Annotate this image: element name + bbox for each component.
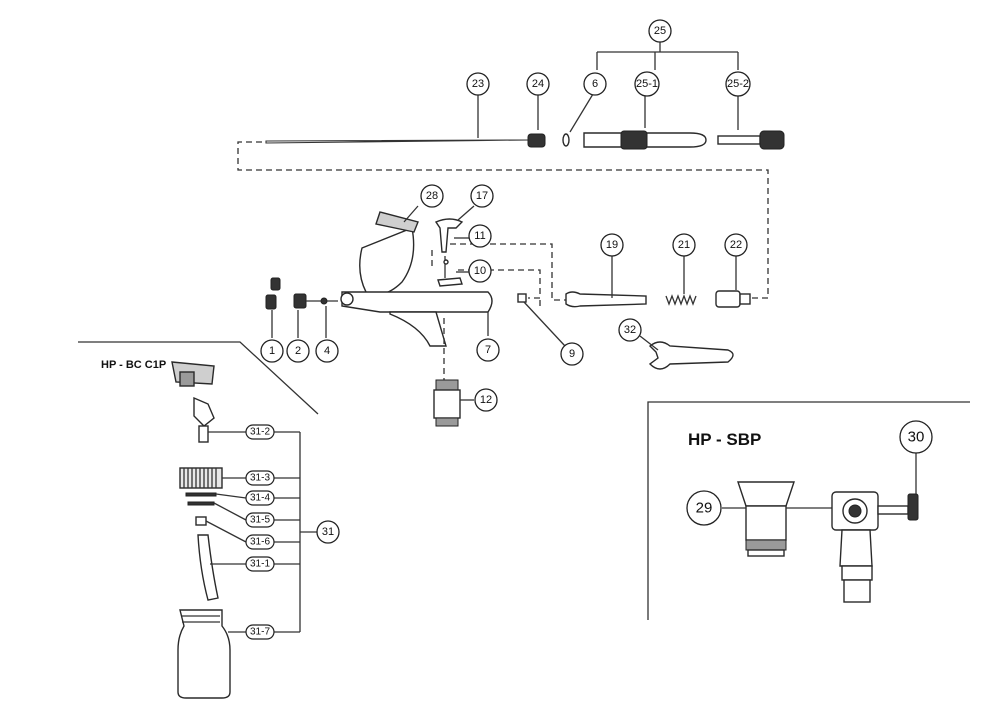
callout-31-6: 31-6 — [245, 534, 275, 550]
svg-text:11: 11 — [474, 230, 485, 242]
callout-2: 2 — [286, 339, 310, 363]
sbp-panel: HP - SBP — [647, 401, 970, 620]
callout-31: 31 — [316, 520, 340, 544]
callout-22: 22 — [724, 233, 748, 257]
airbrush-body-assembly — [265, 205, 751, 427]
callout-12: 12 — [474, 388, 498, 412]
spring-part — [665, 294, 697, 306]
color-cup-part — [359, 227, 415, 296]
wrench-part — [648, 341, 734, 370]
svg-text:31-1: 31-1 — [250, 559, 270, 570]
washer-part — [562, 133, 570, 147]
svg-text:31-2: 31-2 — [250, 427, 270, 438]
svg-text:12: 12 — [480, 394, 492, 406]
needle-handle-assembly — [237, 42, 785, 299]
callout-31-1: 31-1 — [245, 556, 275, 572]
callout-23: 23 — [466, 72, 490, 96]
callout-30: 30 — [899, 420, 933, 454]
trigger-part — [434, 218, 464, 253]
callout-32: 32 — [618, 318, 642, 342]
svg-text:19: 19 — [606, 239, 618, 251]
callout-31-7: 31-7 — [245, 624, 275, 640]
svg-text:25: 25 — [654, 25, 666, 37]
callout-31-2: 31-2 — [245, 424, 275, 440]
chucking-nut-part — [527, 133, 546, 148]
svg-text:21: 21 — [678, 239, 690, 251]
svg-text:29: 29 — [696, 500, 713, 517]
svg-text:24: 24 — [532, 78, 544, 90]
svg-text:23: 23 — [472, 78, 484, 90]
needle-part — [265, 139, 531, 144]
svg-text:10: 10 — [474, 265, 486, 277]
callout-1: 1 — [260, 339, 284, 363]
svg-text:1: 1 — [269, 345, 275, 357]
spring-guide-part — [715, 290, 741, 308]
callout-17: 17 — [470, 184, 494, 208]
svg-text:31-7: 31-7 — [250, 627, 270, 638]
svg-text:32: 32 — [624, 324, 636, 336]
callout-9: 9 — [560, 342, 584, 366]
callout-29: 29 — [686, 490, 722, 526]
svg-text:30: 30 — [908, 429, 925, 446]
callout-31-5: 31-5 — [245, 512, 275, 528]
air-valve-part — [433, 389, 461, 419]
nozzle-cap-part — [265, 294, 277, 310]
sbp-heading: HP - SBP — [688, 430, 761, 449]
svg-text:28: 28 — [426, 190, 438, 202]
bottle-part — [177, 609, 231, 699]
svg-text:25-1: 25-1 — [636, 78, 658, 90]
nozzle-part — [293, 293, 307, 309]
callout-31-4: 31-4 — [245, 490, 275, 506]
sbp-cup-part — [737, 481, 795, 507]
callout-25-1: 25-1 — [634, 71, 660, 97]
svg-text:9: 9 — [569, 348, 575, 360]
svg-text:17: 17 — [476, 190, 488, 202]
svg-text:31-6: 31-6 — [250, 537, 270, 548]
bc-c1p-heading: HP - BC C1P — [101, 359, 166, 371]
body-part — [341, 291, 493, 313]
svg-text:2: 2 — [295, 345, 301, 357]
callout-11: 11 — [468, 224, 492, 248]
callout-25-2: 25-2 — [725, 71, 751, 97]
callout-4: 4 — [315, 339, 339, 363]
callout-7: 7 — [476, 338, 500, 362]
fitting-part — [193, 396, 215, 427]
valve-part — [517, 293, 527, 303]
bc-c1p-panel: HP - BC C1P — [78, 341, 319, 699]
callout-25: 25 — [648, 19, 672, 43]
callout-28: 28 — [420, 184, 444, 208]
callout-24: 24 — [526, 72, 550, 96]
callout-21: 21 — [672, 233, 696, 257]
handle-end-part — [717, 135, 761, 145]
svg-text:25-2: 25-2 — [727, 78, 749, 90]
svg-text:31-3: 31-3 — [250, 473, 270, 484]
svg-text:31-4: 31-4 — [250, 493, 270, 504]
svg-text:22: 22 — [730, 239, 742, 251]
callout-10: 10 — [468, 259, 492, 283]
callout-31-3: 31-3 — [245, 470, 275, 486]
svg-text:31: 31 — [322, 526, 334, 538]
sbp-knob-part — [907, 493, 919, 521]
svg-text:6: 6 — [592, 78, 598, 90]
callout-19: 19 — [600, 233, 624, 257]
piston-part — [565, 291, 647, 308]
siphon-tube-part — [197, 534, 219, 601]
svg-text:7: 7 — [485, 344, 491, 356]
svg-text:4: 4 — [324, 345, 330, 357]
svg-text:31-5: 31-5 — [250, 515, 270, 526]
callout-6: 6 — [583, 72, 607, 96]
